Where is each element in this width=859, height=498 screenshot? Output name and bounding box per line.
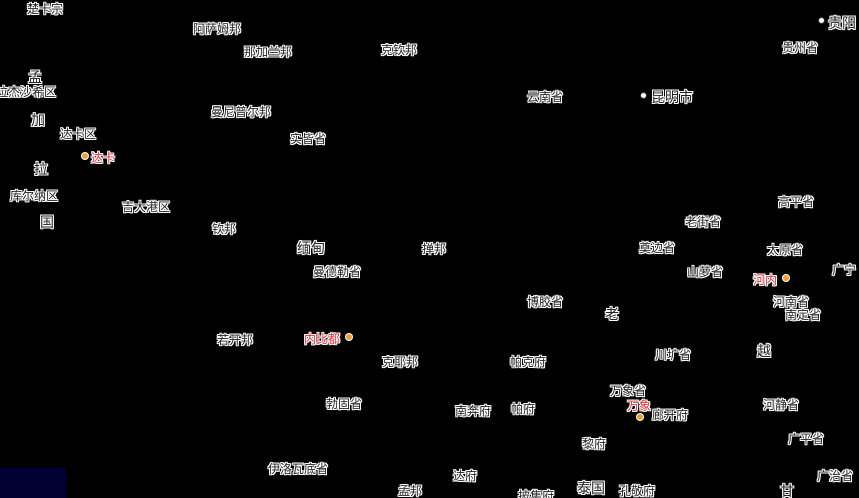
map-label: 贵州省: [782, 41, 819, 55]
map-label: 川圹省: [655, 348, 692, 362]
map-label: 太原省: [767, 243, 804, 257]
map-label-country: 加: [31, 113, 45, 129]
map-label: 奠边省: [639, 241, 676, 255]
map-label-city: 贵阳: [828, 16, 856, 32]
map-label: 楚卡宗: [27, 2, 64, 16]
map-label: 曼德勒省: [313, 265, 362, 279]
map-label-city: 昆明市: [651, 90, 693, 106]
map-label: 云南省: [527, 90, 564, 104]
map-label-country: 老: [605, 307, 619, 323]
map-label: 实皆省: [290, 132, 327, 146]
map-label: 老街省: [685, 215, 722, 229]
map-label-capital: 达卡: [91, 151, 116, 165]
map-label: 帕克府: [510, 355, 547, 369]
map-label: 南奔府: [455, 404, 492, 418]
map-label-capital: 河内: [753, 273, 778, 287]
map-label: 孔敬府: [619, 484, 656, 498]
map-label-country: 越: [757, 344, 771, 360]
map-label: 拉杰沙希区: [0, 85, 57, 99]
map-label: 若开邦: [217, 333, 254, 347]
map-label: 掸邦: [422, 242, 447, 256]
map-label: 山萝省: [687, 265, 724, 279]
map-label-country: 国: [40, 215, 54, 231]
map-label: 达卡区: [60, 127, 97, 141]
map-label: 勃固省: [326, 397, 363, 411]
map-label: 达府: [453, 469, 478, 483]
capital-marker: [82, 153, 88, 159]
map-label: 库尔纳区: [10, 189, 59, 203]
capital-marker: [637, 414, 643, 420]
map-label: 广宁: [832, 263, 857, 277]
map-label: 阿萨姆邦: [193, 22, 242, 36]
map-label: 披集府: [518, 489, 555, 498]
map-label: 博胶省: [527, 295, 564, 309]
map-label-country: 甘: [780, 484, 794, 498]
map-label: 广治省: [817, 469, 854, 483]
map-label-capital: 内比都: [304, 332, 341, 346]
water-area: [0, 468, 66, 498]
map-label: 伊洛瓦底省: [268, 462, 329, 476]
map-label-country: 孟: [28, 70, 42, 86]
map-label-country: 泰国: [577, 481, 605, 497]
capital-marker: [346, 334, 352, 340]
map-label: 吉大港区: [122, 200, 171, 214]
map-label-country: 缅甸: [297, 241, 325, 257]
map-label: 廊开府: [652, 408, 689, 422]
map-label: 帕府: [511, 402, 536, 416]
map-label: 黎府: [582, 437, 607, 451]
map-label-capital: 万象: [627, 399, 652, 413]
map-label: 南定省: [785, 308, 822, 322]
city-marker: [819, 18, 824, 23]
map-label: 河静省: [763, 398, 800, 412]
map-label: 广平省: [788, 432, 825, 446]
map-label: 曼尼普尔邦: [211, 105, 272, 119]
capital-marker: [783, 275, 789, 281]
city-marker: [641, 93, 646, 98]
map-label: 钦邦: [212, 222, 237, 236]
map-label: 河南省: [773, 295, 810, 309]
map-label: 克钦邦: [381, 43, 418, 57]
map-label: 高平省: [778, 195, 815, 209]
map-label-country: 拉: [34, 162, 48, 178]
map-label: 克耶邦: [382, 355, 419, 369]
map-label: 那加兰邦: [244, 45, 293, 59]
map-label: 孟邦: [398, 484, 423, 498]
map-label: 万象省: [610, 384, 647, 398]
